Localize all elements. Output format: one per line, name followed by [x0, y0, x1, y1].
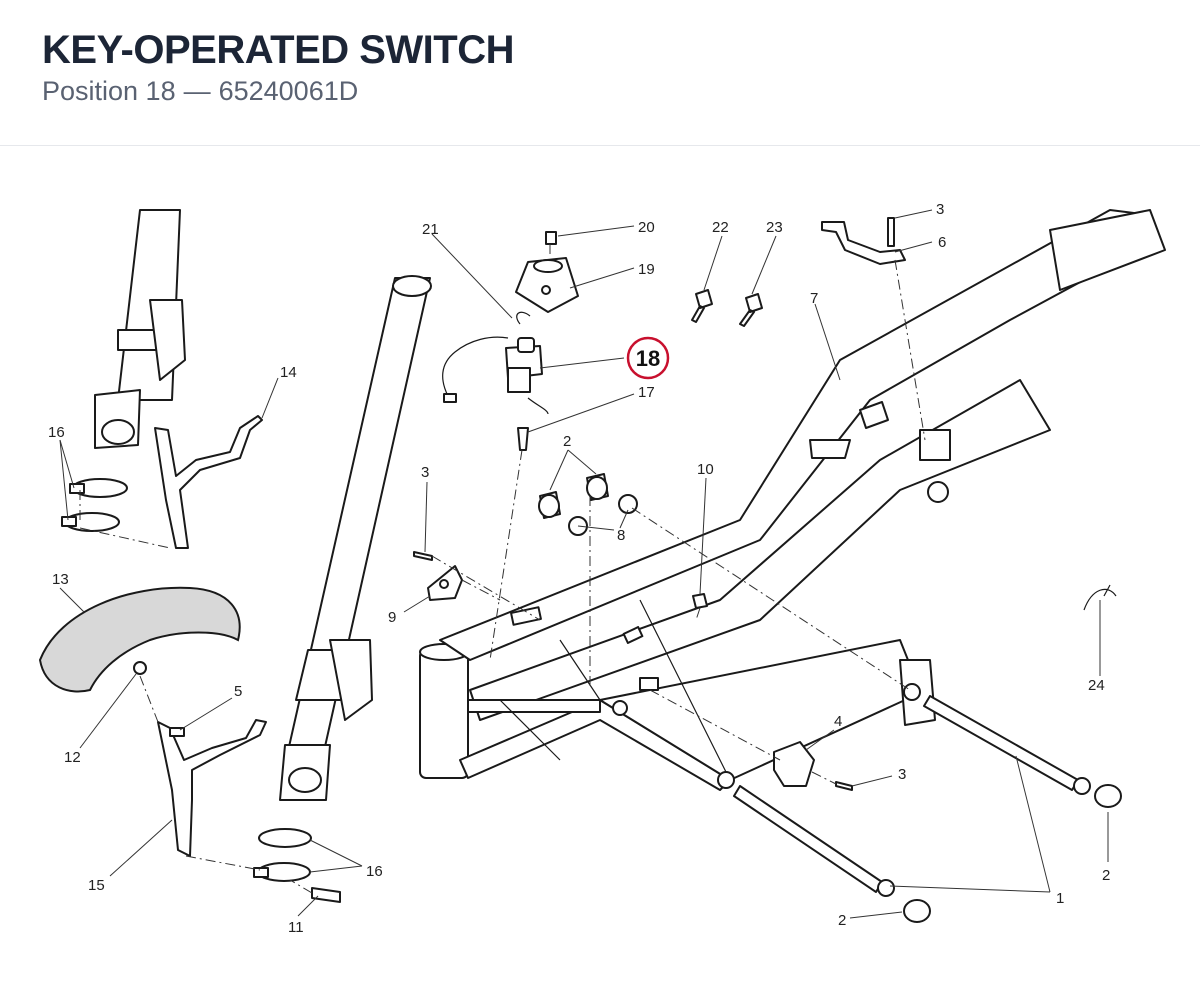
callout-24: 24 — [1088, 677, 1105, 694]
bolt-11 — [311, 887, 341, 903]
axle-1-lower — [733, 785, 895, 897]
callout-17: 17 — [638, 384, 655, 401]
callout-1: 1 — [1056, 890, 1064, 907]
callout-3-top: 3 — [936, 201, 944, 218]
callout-14: 14 — [280, 364, 297, 381]
callout-11: 11 — [288, 919, 304, 936]
callout-13: 13 — [52, 571, 69, 588]
callout-2-mounts: 2 — [563, 433, 571, 450]
callout-3-left: 3 — [421, 464, 429, 481]
callout-20: 20 — [638, 219, 655, 236]
highlight-ring-18 — [626, 336, 670, 380]
mudguard-stud-12 — [133, 661, 147, 675]
bolt-3-lower — [835, 781, 853, 791]
cap-2-bottom — [903, 899, 931, 923]
callout-3-lower: 3 — [898, 766, 906, 783]
switch-connector — [443, 393, 457, 403]
bracket-4 — [773, 741, 815, 787]
bolt-16-upper-a — [69, 483, 85, 494]
axle-1-upper — [923, 695, 1091, 795]
callout-5: 5 — [234, 683, 242, 700]
callout-10: 10 — [697, 461, 714, 478]
callout-12: 12 — [64, 749, 81, 766]
callout-18: 18 — [636, 346, 660, 371]
callout-22: 22 — [712, 219, 729, 236]
callout-7: 7 — [810, 290, 818, 307]
leader-lines — [59, 209, 1109, 919]
callout-16-upper: 16 — [48, 424, 65, 441]
callout-21: 21 — [422, 221, 439, 238]
page-header: KEY-OPERATED SWITCH Position 18—65240061… — [0, 0, 1200, 146]
switch-cover-19 — [515, 257, 579, 313]
main-frame-7 — [419, 209, 1166, 791]
plate-6 — [821, 221, 906, 265]
key-22 — [691, 289, 713, 323]
rubber-mounts-2 — [538, 473, 609, 519]
callout-2-bottom: 2 — [838, 912, 846, 929]
pin-17 — [517, 427, 529, 451]
ring-16-lower-a — [258, 828, 312, 848]
position-label: Position 18 — [42, 76, 176, 106]
clip-10 — [692, 593, 708, 609]
callout-19: 19 — [638, 261, 655, 278]
key-operated-switch-18 — [505, 337, 543, 393]
subtitle-separator: — — [183, 76, 211, 106]
exploded-parts-diagram: 20 19 17 21 22 23 3 6 7 2 8 3 9 10 14 16… — [38, 201, 1166, 936]
callout-8: 8 — [617, 527, 625, 544]
front-mudguard-13 — [38, 586, 241, 693]
mudguard-bracket-15 — [157, 719, 267, 857]
bolt-3-left — [413, 551, 433, 561]
brake-line-bracket-14 — [154, 415, 263, 549]
left-fork-leg-upper — [94, 209, 186, 449]
callout-16-lower: 16 — [366, 863, 383, 880]
switch-wiring-21 — [442, 311, 549, 415]
key-23 — [739, 293, 763, 327]
bolt-5 — [169, 727, 185, 737]
assembly-lines — [79, 244, 926, 894]
screw-20 — [545, 231, 557, 245]
callout-2-right: 2 — [1102, 867, 1110, 884]
callout-6: 6 — [938, 234, 946, 251]
bolt-16-lower — [253, 867, 269, 878]
callout-23: 23 — [766, 219, 783, 236]
callout-4: 4 — [834, 713, 842, 730]
bolt-16-upper-b — [61, 516, 77, 527]
clip-24 — [1083, 588, 1117, 611]
right-fork-leg — [279, 275, 432, 801]
part-number: 65240061D — [218, 76, 359, 106]
cap-2-right — [1094, 784, 1122, 808]
bracket-9-hole — [439, 579, 449, 589]
page-subtitle: Position 18—65240061D — [42, 76, 358, 107]
page-title: KEY-OPERATED SWITCH — [42, 28, 515, 72]
bolt-3-top — [887, 217, 895, 247]
callout-15: 15 — [88, 877, 105, 894]
callout-9: 9 — [388, 609, 396, 626]
